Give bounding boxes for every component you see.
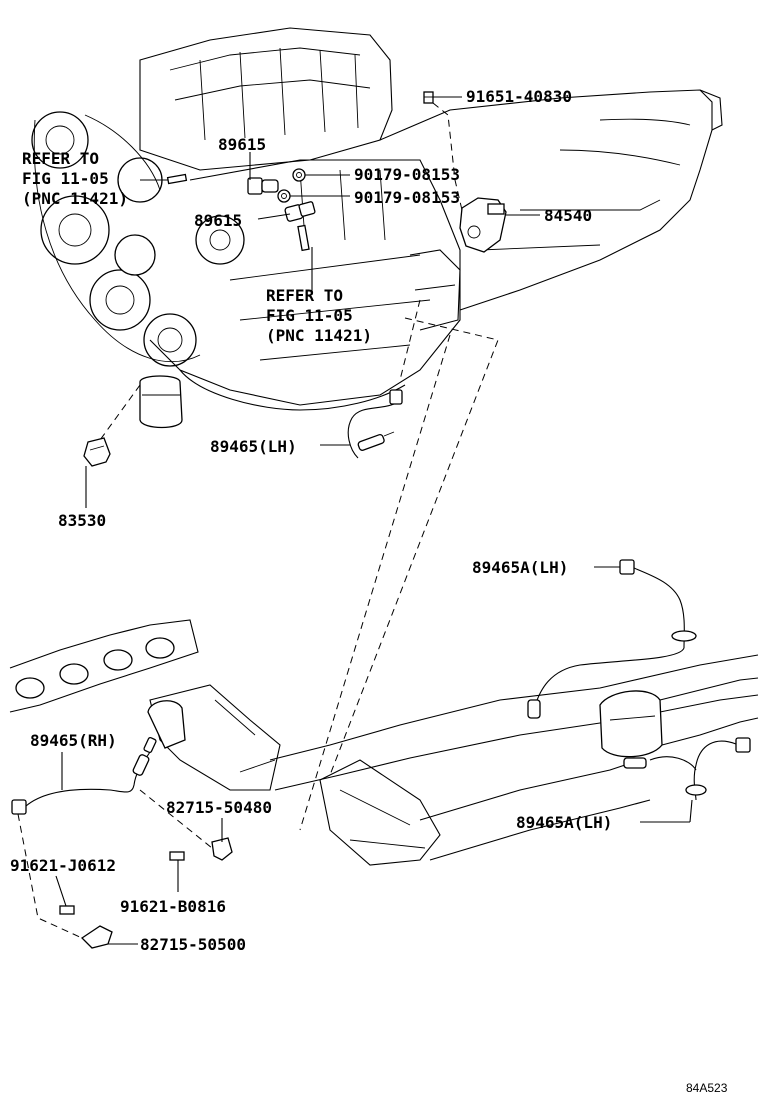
label-89465-lh[interactable]: 89465(LH) — [210, 437, 297, 456]
oxygen-sensor-89465-rh[interactable] — [11, 736, 157, 815]
label-89465a-lh-bottom[interactable]: 89465A(LH) — [516, 813, 612, 832]
refer-note-2-line3: (PNC 11421) — [266, 326, 372, 345]
refer-note-1-line3: (PNC 11421) — [22, 189, 128, 208]
label-82715-50480[interactable]: 82715-50480 — [166, 798, 272, 817]
engine-illustration — [31, 27, 723, 429]
label-91621-j0612[interactable]: 91621-J0612 — [10, 856, 116, 875]
oil-pressure-switch-83530[interactable] — [83, 437, 111, 467]
label-89465a-lh-top[interactable]: 89465A(LH) — [472, 558, 568, 577]
label-90179-08153-upper[interactable]: 90179-08153 — [354, 165, 460, 184]
throttle-sensor-84540[interactable] — [459, 197, 507, 253]
vvt-sensor-89615-a[interactable] — [247, 177, 279, 195]
label-83530[interactable]: 83530 — [58, 511, 106, 530]
refer-note-2-line2: FIG 11-05 — [266, 306, 353, 325]
label-89615-upper[interactable]: 89615 — [218, 135, 266, 154]
oxygen-sensor-89465-lh[interactable] — [347, 389, 403, 459]
bolt-91621-j0612[interactable] — [59, 905, 75, 915]
exhaust-illustration — [9, 619, 759, 866]
part-labels: 91651-40830 89615 90179-08153 90179-0815… — [10, 87, 728, 1095]
refer-note-2-line1: REFER TO — [266, 286, 343, 305]
bolt-91651[interactable] — [423, 91, 434, 104]
label-89465-rh[interactable]: 89465(RH) — [30, 731, 117, 750]
label-90179-08153-lower[interactable]: 90179-08153 — [354, 188, 460, 207]
refer-note-1-line2: FIG 11-05 — [22, 169, 109, 188]
label-89615-lower[interactable]: 89615 — [194, 211, 242, 230]
refer-note-1-line1: REFER TO — [22, 149, 99, 168]
oxygen-sensor-89465a-lh-top[interactable] — [527, 559, 697, 719]
knock-sensor-stud-left[interactable] — [166, 173, 188, 185]
label-82715-50500[interactable]: 82715-50500 — [140, 935, 246, 954]
label-84540[interactable]: 84540 — [544, 206, 592, 225]
bracket-82715-50480[interactable] — [211, 837, 233, 861]
leader-lines — [55, 96, 693, 945]
oxygen-sensor-89465a-lh-bottom[interactable] — [623, 737, 751, 801]
label-91621-b0816[interactable]: 91621-B0816 — [120, 897, 226, 916]
figure-code: 84A523 — [686, 1081, 728, 1095]
bolt-91621-b0816[interactable] — [169, 851, 185, 861]
gasket-90179-a[interactable] — [292, 168, 306, 182]
label-91651-40830[interactable]: 91651-40830 — [466, 87, 572, 106]
gasket-90179-b[interactable] — [277, 189, 291, 203]
knock-sensor-stud-right[interactable] — [297, 224, 310, 252]
reference-lines — [17, 102, 499, 939]
vvt-sensor-89615-b[interactable] — [284, 201, 316, 222]
bracket-82715-50500[interactable] — [80, 925, 113, 949]
